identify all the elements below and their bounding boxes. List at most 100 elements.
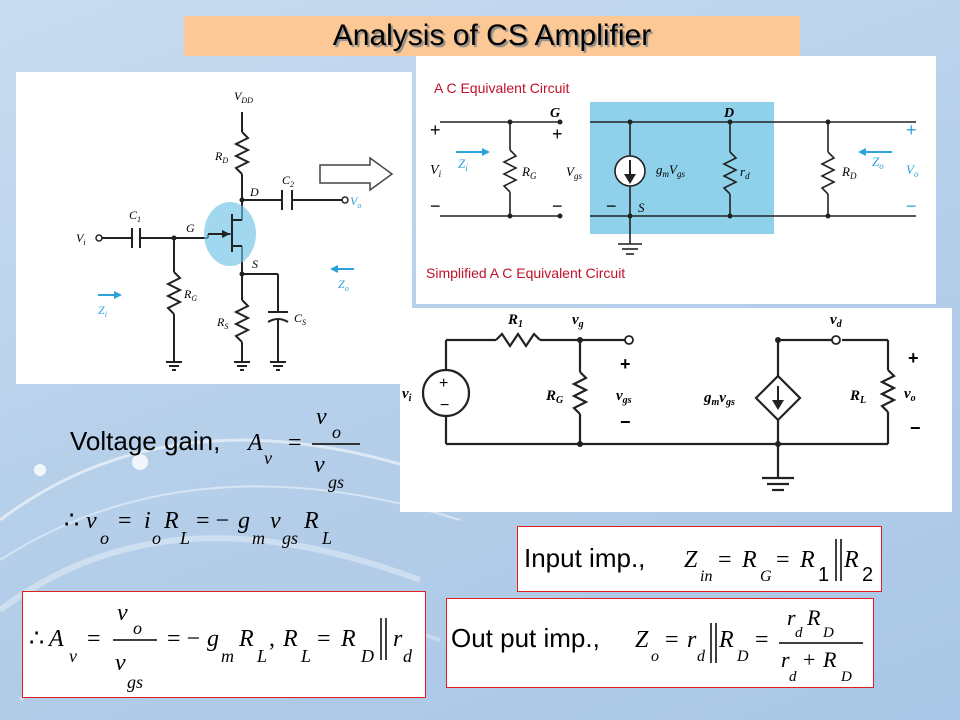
svg-text:−: − bbox=[430, 196, 441, 216]
svg-text:−: − bbox=[620, 412, 631, 432]
slide-title: Analysis of CS Amplifier bbox=[332, 19, 652, 52]
svg-text:gs: gs bbox=[328, 472, 344, 492]
svg-text:−: − bbox=[906, 196, 917, 216]
svg-text:∴: ∴ bbox=[64, 508, 79, 534]
svg-text:d: d bbox=[403, 646, 413, 666]
input-impedance-equation: Input imp., Z in = R G = R 1 R 2 bbox=[524, 539, 873, 586]
svg-text:r: r bbox=[787, 605, 796, 630]
svg-text:R: R bbox=[718, 627, 734, 653]
svg-text:d: d bbox=[789, 669, 797, 685]
svg-text:v: v bbox=[115, 650, 126, 676]
svg-text:m: m bbox=[221, 646, 234, 666]
svg-text:= −: = − bbox=[196, 508, 229, 534]
svg-text:Vgs: Vgs bbox=[566, 164, 582, 181]
svg-text:Vi: Vi bbox=[430, 163, 442, 179]
svg-text:+: + bbox=[908, 348, 919, 368]
svg-text:o: o bbox=[332, 422, 341, 442]
svg-text:v: v bbox=[314, 452, 325, 478]
svg-text:L: L bbox=[256, 646, 267, 666]
svg-text:+: + bbox=[906, 120, 917, 140]
svg-text:R: R bbox=[303, 508, 319, 534]
svg-text:L: L bbox=[300, 646, 311, 666]
svg-text:D: D bbox=[723, 106, 734, 121]
svg-text:gmvgs: gmvgs bbox=[703, 390, 735, 408]
svg-text:−: − bbox=[552, 196, 563, 216]
svg-text:D: D bbox=[360, 646, 374, 666]
svg-text:D: D bbox=[840, 669, 852, 685]
svg-text:v: v bbox=[316, 404, 327, 430]
svg-text:o: o bbox=[100, 528, 109, 548]
output-impedance-equation: Out put imp., Z o = r d R D = r d R D r … bbox=[451, 605, 863, 685]
svg-text:v: v bbox=[270, 508, 281, 534]
svg-text:+: + bbox=[803, 647, 815, 672]
svg-text:o: o bbox=[651, 648, 659, 665]
svg-text:1: 1 bbox=[818, 564, 829, 586]
svg-text:v: v bbox=[264, 448, 272, 468]
svg-text:in: in bbox=[700, 568, 712, 585]
svg-text:g: g bbox=[207, 626, 219, 652]
svg-text:gs: gs bbox=[282, 528, 298, 548]
svg-text:RD: RD bbox=[214, 149, 228, 165]
svg-text:Vo: Vo bbox=[350, 194, 361, 210]
svg-text:−: − bbox=[606, 196, 617, 216]
svg-text:vo: vo bbox=[904, 386, 916, 404]
svg-text:L: L bbox=[179, 528, 190, 548]
right-arrow-icon bbox=[319, 156, 394, 192]
svg-text:Z: Z bbox=[684, 547, 698, 573]
svg-text:=: = bbox=[776, 547, 790, 573]
cs-amplifier-svg: VDD RD C2 D Vo C1 G Vi S RG RS CS Zi Zo bbox=[76, 89, 361, 371]
ac-equivalent-caption: A C Equivalent Circuit bbox=[434, 80, 570, 96]
svg-text:RG: RG bbox=[183, 287, 197, 303]
simplified-ac-svg: + − R1 vg vd vi RG + vgs − gmvgs RL + vo… bbox=[402, 312, 921, 492]
input-impedance-box: Input imp., Z in = R G = R 1 R 2 bbox=[517, 526, 882, 592]
svg-text:Zo: Zo bbox=[872, 154, 884, 171]
svg-text:vi: vi bbox=[402, 386, 412, 404]
svg-text:C1: C1 bbox=[129, 208, 141, 224]
svg-text:RD: RD bbox=[841, 164, 857, 181]
svg-text:=: = bbox=[317, 626, 331, 652]
svg-text:=: = bbox=[87, 626, 101, 652]
svg-text:RL: RL bbox=[849, 388, 866, 406]
svg-text:= −: = − bbox=[167, 626, 200, 652]
svg-text:=: = bbox=[665, 627, 679, 653]
cs-amplifier-schematic: VDD RD C2 D Vo C1 G Vi S RG RS CS Zi Zo bbox=[16, 72, 412, 384]
svg-text:R: R bbox=[806, 605, 821, 630]
svg-text:G: G bbox=[760, 568, 772, 585]
svg-text:+: + bbox=[430, 120, 441, 140]
svg-text:D: D bbox=[822, 625, 834, 641]
output-voltage-equation: ∴ v o = i o R L = − g m v gs R L bbox=[64, 508, 332, 548]
svg-text:o: o bbox=[133, 618, 142, 638]
svg-text:D: D bbox=[736, 648, 749, 665]
svg-text:v: v bbox=[117, 600, 128, 626]
svg-text:R: R bbox=[822, 647, 837, 672]
svg-text:R: R bbox=[163, 508, 179, 534]
gain-result-box: ∴ A v = v o v gs = − g m R L , R L = R D… bbox=[22, 591, 426, 698]
svg-text:L: L bbox=[321, 528, 332, 548]
svg-text:rd: rd bbox=[740, 164, 750, 181]
svg-text:A: A bbox=[47, 626, 64, 652]
svg-text:A: A bbox=[246, 430, 263, 456]
ac-equivalent-svg: A C Equivalent Circuit G D S + + − − − +… bbox=[426, 80, 919, 281]
voltage-gain-equation: Voltage gain, A v = v o v gs bbox=[70, 404, 360, 492]
svg-text:Vo: Vo bbox=[906, 162, 919, 179]
svg-text:RG: RG bbox=[545, 388, 564, 406]
svg-text:vgs: vgs bbox=[616, 388, 632, 406]
svg-text:R: R bbox=[238, 626, 254, 652]
input-impedance-label: Input imp., bbox=[524, 543, 645, 573]
svg-text:−: − bbox=[910, 418, 921, 438]
svg-text:−: − bbox=[440, 397, 449, 414]
svg-text:gs: gs bbox=[127, 672, 143, 692]
svg-text:=: = bbox=[718, 547, 732, 573]
simplified-ac-panel: + − R1 vg vd vi RG + vgs − gmvgs RL + vo… bbox=[400, 308, 952, 512]
simplified-caption: Simplified A C Equivalent Circuit bbox=[426, 265, 625, 281]
ac-equivalent-panel: A C Equivalent Circuit G D S + + − − − +… bbox=[416, 56, 936, 304]
svg-text:v: v bbox=[69, 646, 77, 666]
svg-text:Zi: Zi bbox=[98, 303, 107, 319]
svg-text:RG: RG bbox=[521, 164, 537, 181]
svg-text:R: R bbox=[799, 547, 815, 573]
svg-text:+: + bbox=[439, 375, 448, 392]
svg-text:S: S bbox=[252, 257, 258, 271]
svg-text:R: R bbox=[741, 547, 757, 573]
svg-text:v: v bbox=[86, 508, 97, 534]
svg-text:gmVgs: gmVgs bbox=[656, 162, 685, 179]
